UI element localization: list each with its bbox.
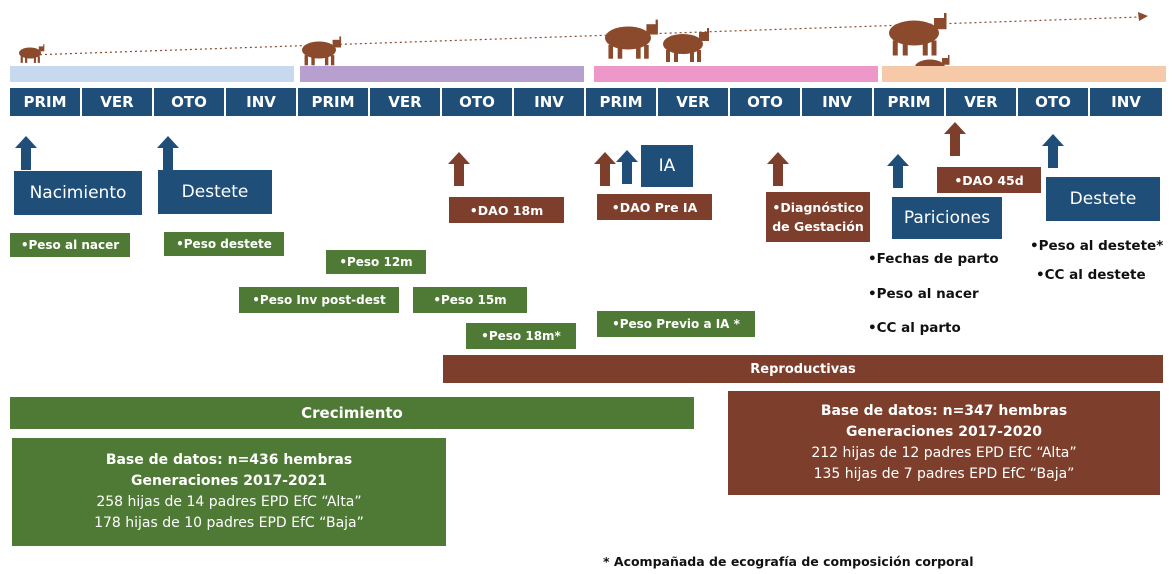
season-cell: INV — [514, 88, 586, 116]
db-brown-line-4: 135 hijas de 7 padres EPD EfC “Baja” — [813, 466, 1075, 482]
database-box-green: Base de datos: n=436 hembras Generacione… — [12, 438, 446, 546]
season-cell: VER — [658, 88, 730, 116]
measure-peso-18m: •Peso 18m* — [466, 323, 576, 349]
event-destete: Destete — [158, 170, 272, 214]
timeline-arrowhead — [1138, 12, 1148, 21]
diagnostico-line-2: de Gestación — [772, 219, 864, 234]
measure-peso-nacer: •Peso al nacer — [10, 233, 130, 257]
band-year-3 — [594, 66, 878, 82]
reproductivas-bar: Reproductivas — [443, 355, 1163, 383]
event-ia: IA — [641, 145, 693, 187]
measure-dao-18m: •DAO 18m — [449, 197, 564, 223]
season-cell: OTO — [154, 88, 226, 116]
parto-item: •CC al parto — [868, 320, 961, 336]
measure-dao-45d: •DAO 45d — [937, 167, 1041, 193]
db-green-line-3: 258 hijas de 14 padres EPD EfC “Alta” — [96, 494, 362, 510]
measure-dao-pre-ia: •DAO Pre IA — [597, 194, 712, 220]
up-arrow-blue-icon — [157, 136, 179, 170]
up-arrow-blue-icon — [15, 136, 37, 170]
measure-peso-destete: •Peso destete — [164, 232, 284, 256]
up-arrow-blue-icon — [616, 150, 638, 184]
season-cell: PRIM — [874, 88, 946, 116]
season-cell: PRIM — [10, 88, 82, 116]
up-arrow-brown-icon — [767, 152, 789, 186]
db-brown-line-1: Base de datos: n=347 hembras — [820, 403, 1068, 419]
season-cell: PRIM — [586, 88, 658, 116]
crecimiento-bar: Crecimiento — [10, 397, 694, 429]
measure-peso-inv: •Peso Inv post-dest — [239, 287, 399, 313]
band-year-4 — [882, 66, 1166, 82]
diagnostico-line-1: •Diagnóstico — [772, 200, 864, 215]
cow-icon — [889, 13, 947, 56]
measure-peso-15m: •Peso 15m — [413, 287, 527, 313]
footnote: * Acompañada de ecografía de composición… — [603, 554, 974, 569]
db-green-line-2: Generaciones 2017-2021 — [131, 473, 327, 489]
measure-peso-previo-ia: •Peso Previo a IA * — [597, 311, 755, 337]
season-cell: INV — [226, 88, 298, 116]
database-box-brown: Base de datos: n=347 hembras Generacione… — [728, 391, 1160, 495]
season-cell: VER — [370, 88, 442, 116]
cow-icon — [605, 19, 658, 59]
band-year-2 — [300, 66, 584, 82]
season-cell: OTO — [442, 88, 514, 116]
event-destete-2: Destete — [1046, 177, 1160, 221]
event-pariciones: Pariciones — [892, 197, 1002, 239]
band-year-1 — [10, 66, 294, 82]
timeline-line — [29, 16, 1141, 56]
season-cell: PRIM — [298, 88, 370, 116]
season-cell: VER — [946, 88, 1018, 116]
parto-item: •Fechas de parto — [868, 251, 999, 267]
event-nacimiento: Nacimiento — [14, 171, 142, 215]
parto-item: •Peso al nacer — [868, 286, 979, 302]
up-arrow-brown-icon — [944, 122, 966, 156]
measure-diagnostico-gestacion: •Diagnóstico de Gestación — [766, 192, 870, 242]
cow-icon — [19, 44, 45, 63]
destete-item: •CC al destete — [1036, 267, 1146, 283]
cow-icon — [302, 36, 342, 66]
db-brown-line-2: Generaciones 2017-2020 — [846, 424, 1042, 440]
season-cell: VER — [82, 88, 154, 116]
season-cell: OTO — [1018, 88, 1090, 116]
destete-item: •Peso al destete* — [1030, 238, 1164, 254]
measure-peso-12m: •Peso 12m — [326, 250, 426, 274]
up-arrow-brown-icon — [448, 152, 470, 186]
db-green-line-4: 178 hijas de 10 padres EPD EfC “Baja” — [94, 515, 364, 531]
up-arrow-blue-icon — [887, 154, 909, 188]
up-arrow-blue-icon — [1042, 134, 1064, 168]
season-cell: INV — [1090, 88, 1162, 116]
db-green-line-1: Base de datos: n=436 hembras — [105, 452, 353, 468]
db-brown-line-3: 212 hijas de 12 padres EPD EfC “Alta” — [811, 445, 1077, 461]
season-cell: INV — [802, 88, 874, 116]
season-cell: OTO — [730, 88, 802, 116]
up-arrow-brown-icon — [594, 152, 616, 186]
